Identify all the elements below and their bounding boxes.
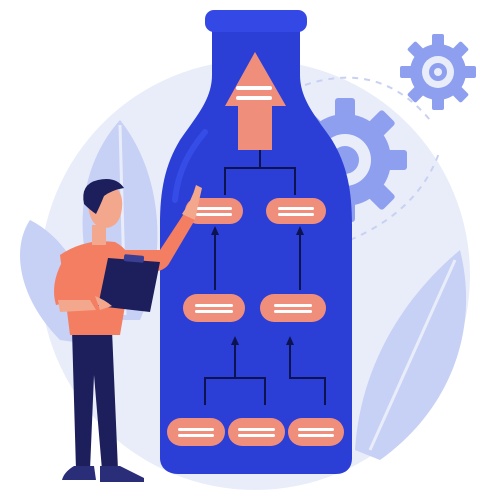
process-step-pill <box>183 294 245 322</box>
person-shoe <box>100 466 144 482</box>
clipboard-icon <box>95 254 160 312</box>
bottle <box>160 10 352 474</box>
dashed-orbit-line <box>349 149 441 241</box>
process-step-pill <box>260 294 326 322</box>
person-hair <box>83 179 124 214</box>
process-step-pill <box>167 418 225 446</box>
process-step-pill <box>185 198 243 224</box>
gear-icon <box>400 34 476 110</box>
person-legs <box>72 330 118 470</box>
process-step-pill <box>266 198 326 224</box>
bottle-rim <box>205 10 307 32</box>
leaf-icon <box>355 250 467 460</box>
person-shoe <box>62 466 96 480</box>
arrow-up-icon <box>225 52 286 150</box>
flow-connectors <box>204 150 326 405</box>
process-step-pill <box>288 418 344 446</box>
arrowheads <box>211 226 304 345</box>
process-step-pill <box>228 418 285 446</box>
dashed-orbit-line <box>304 76 431 121</box>
